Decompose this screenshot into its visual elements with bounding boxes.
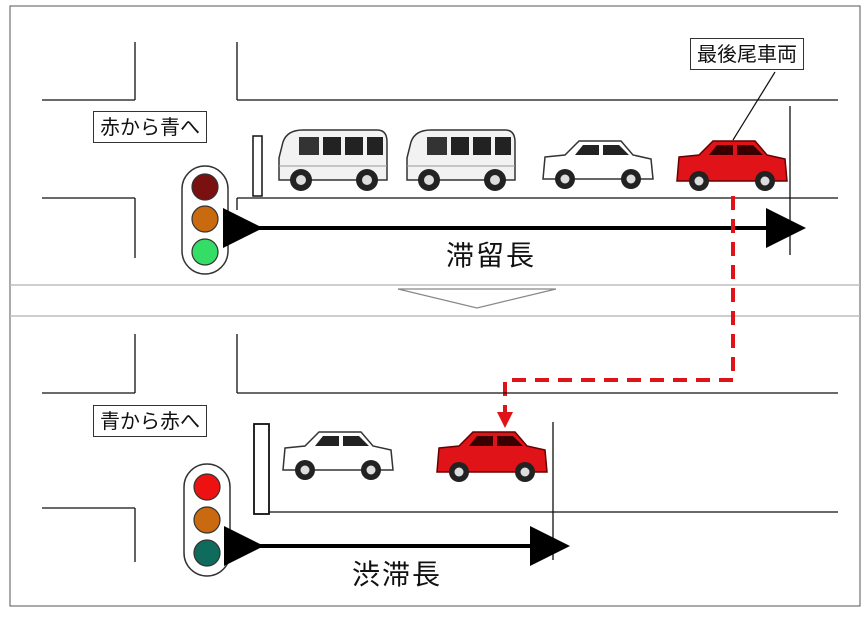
sedan-white-bottom [282, 431, 394, 480]
sedan-white-top [542, 140, 654, 189]
van-1 [278, 129, 388, 191]
last-vehicle-bottom [436, 431, 548, 482]
traffic-light-top [181, 165, 229, 275]
signal-red-lamp [191, 173, 219, 201]
last-vehicle-trace [503, 196, 735, 418]
transition-arrow [397, 288, 557, 309]
top-road-lines [42, 42, 838, 258]
queue-length-label: 滞留長 [440, 239, 543, 273]
panel-divider [10, 284, 860, 317]
last-vehicle-label: 最後尾車両 [690, 38, 804, 70]
signal-change-label-bottom: 青から赤へ [93, 405, 207, 437]
congestion-length-label: 渋滞長 [346, 558, 449, 592]
signal-amber-lamp [193, 506, 221, 534]
signal-red-lamp [193, 473, 221, 501]
signal-green-lamp [193, 539, 221, 567]
signal-green-lamp [191, 238, 219, 266]
last-vehicle-trace-arrowhead [497, 412, 513, 428]
bottom-road-lines [42, 334, 838, 562]
callout-leader-line [732, 71, 776, 141]
signal-amber-lamp [191, 205, 219, 233]
figure-frame [9, 5, 861, 607]
van-2 [406, 129, 516, 191]
traffic-light-bottom [183, 463, 231, 577]
stop-line-bottom [253, 423, 270, 515]
signal-change-label-top: 赤から青へ [93, 111, 207, 143]
last-vehicle-top [676, 140, 788, 191]
stop-line-top [252, 135, 263, 197]
